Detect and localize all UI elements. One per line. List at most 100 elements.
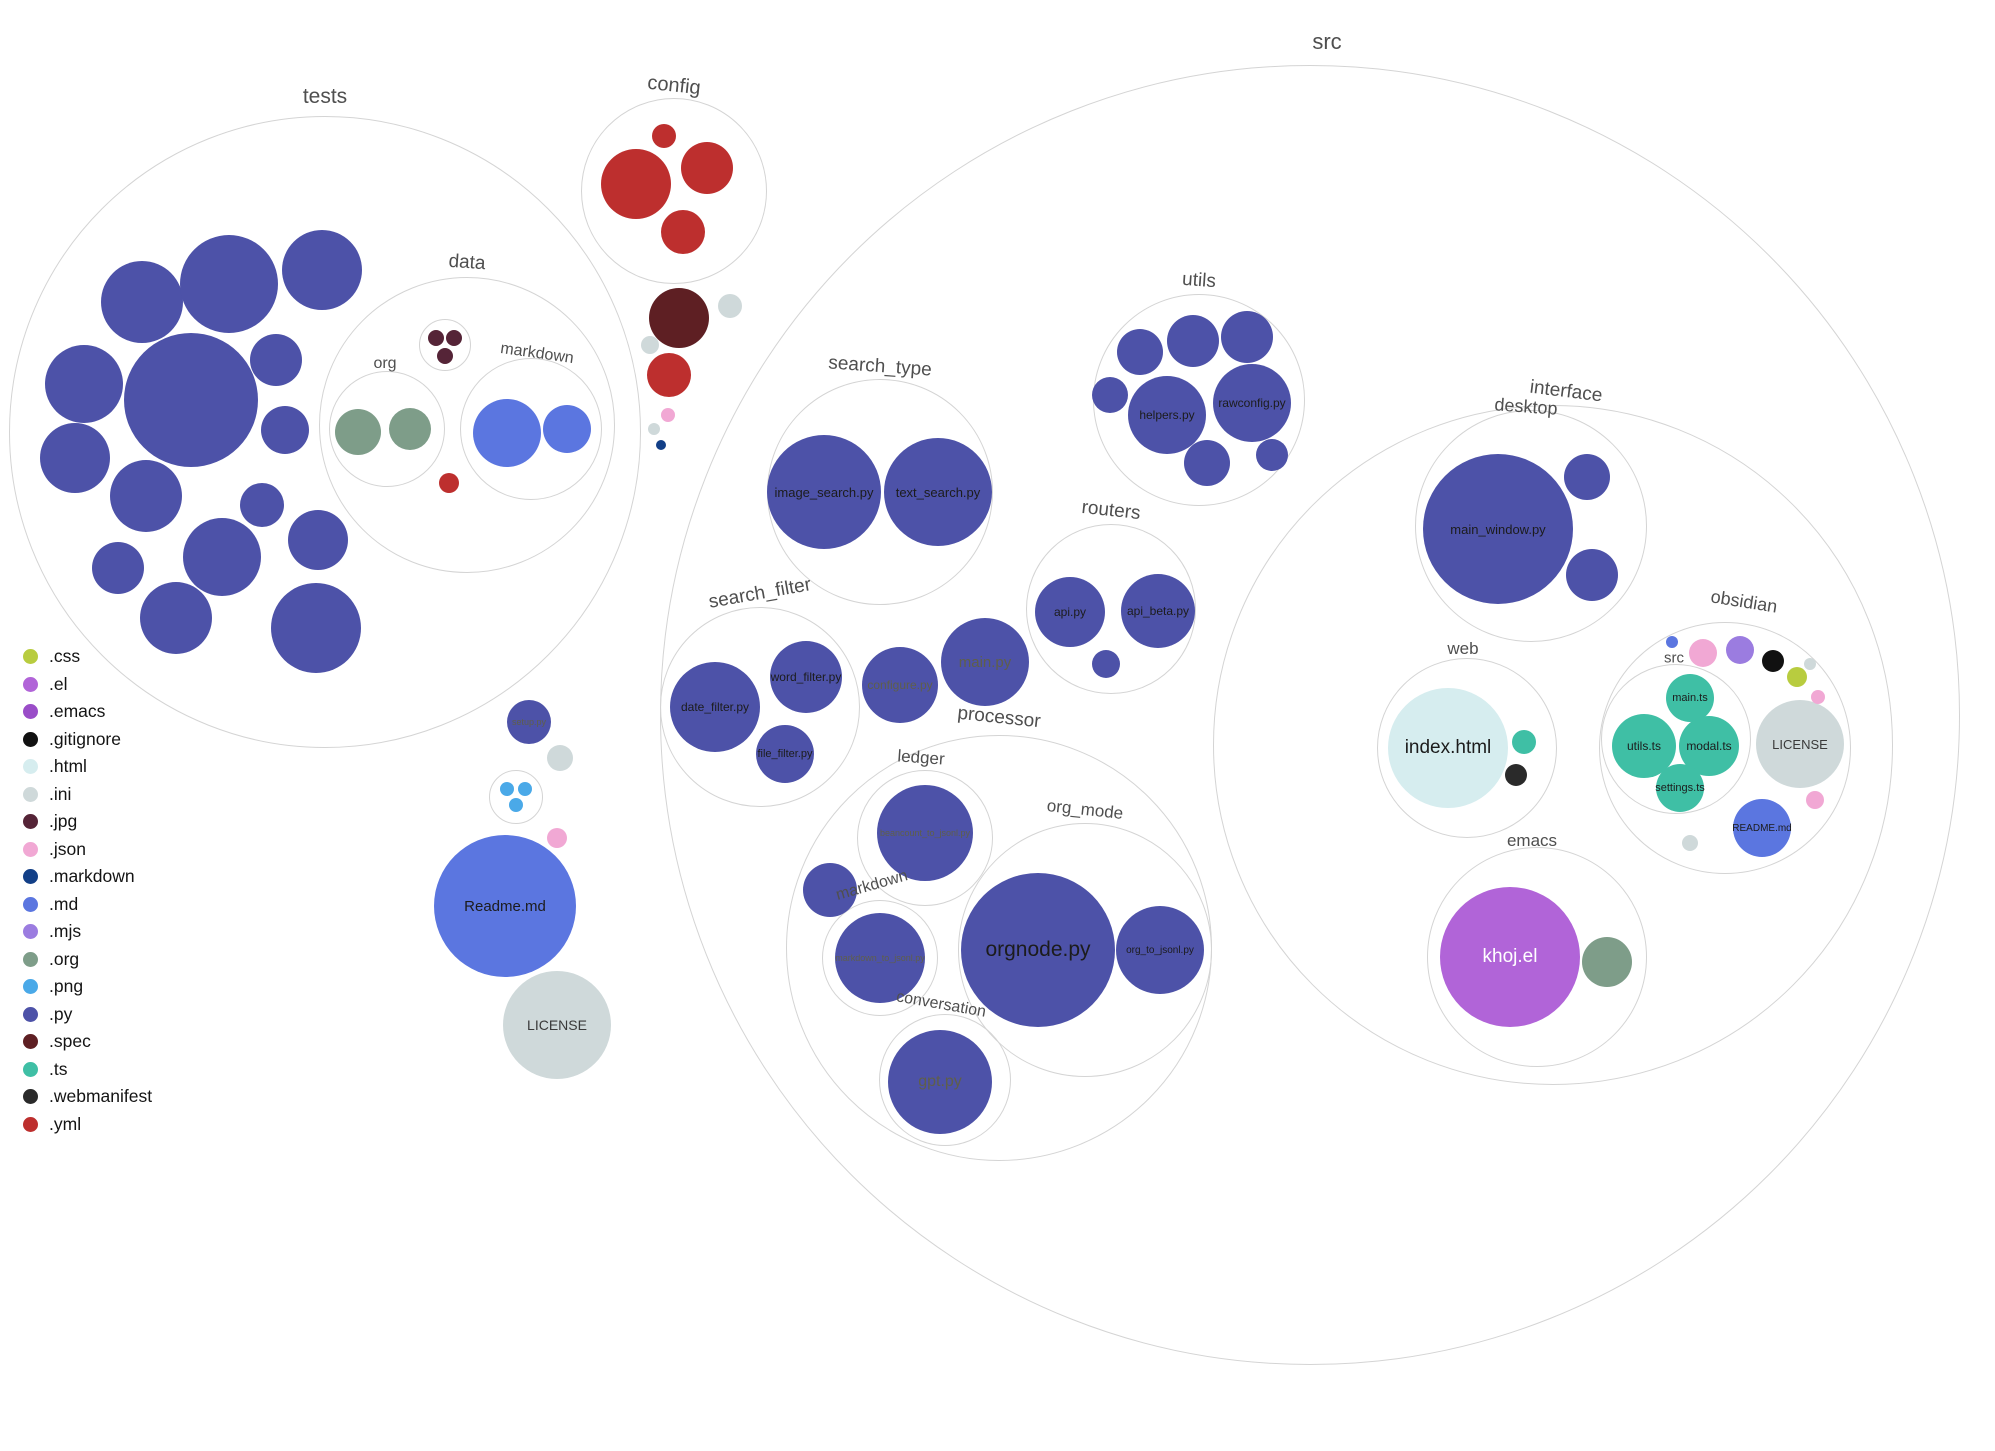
dir-circle-emacs[interactable] <box>1427 847 1647 1067</box>
file-py-dot[interactable] <box>45 345 123 423</box>
dir-circle-routers[interactable] <box>1026 524 1196 694</box>
dir-circle-org_mode[interactable] <box>958 823 1212 1077</box>
file-orgnode.py[interactable]: orgnode.py <box>961 873 1115 1027</box>
file-word_filter.py[interactable]: word_filter.py <box>770 641 842 713</box>
file-py-dot[interactable] <box>1117 329 1163 375</box>
file-py-dot[interactable] <box>1184 440 1230 486</box>
file-webmanifest-dot[interactable] <box>1505 764 1527 786</box>
dir-circle-search_filter[interactable] <box>660 607 860 807</box>
file-settings.ts[interactable]: settings.ts <box>1655 764 1705 812</box>
file-README.md[interactable]: README.md <box>1732 799 1792 857</box>
file-json-dot[interactable] <box>547 828 567 848</box>
file-yml-dot[interactable] <box>661 210 705 254</box>
file-yml-dot[interactable] <box>439 473 459 493</box>
file-py-dot[interactable] <box>183 518 261 596</box>
file-org-dot[interactable] <box>335 409 381 455</box>
file-py-dot[interactable] <box>261 406 309 454</box>
file-py-dot[interactable] <box>271 583 361 673</box>
file-jpg-dot[interactable] <box>446 330 462 346</box>
dir-circle-data-org[interactable] <box>329 371 445 487</box>
file-jpg-dot[interactable] <box>437 348 453 364</box>
file-json-dot[interactable] <box>661 408 675 422</box>
file-rawconfig.py[interactable]: rawconfig.py <box>1213 364 1291 442</box>
dir-circle-root-assets[interactable] <box>489 770 543 824</box>
file-ini-dot[interactable] <box>648 423 660 435</box>
file-py-dot[interactable] <box>1564 454 1610 500</box>
file-py-dot[interactable] <box>1566 549 1618 601</box>
dir-circle-desktop[interactable] <box>1415 410 1647 642</box>
file-ini-dot[interactable] <box>1682 835 1698 851</box>
file-yml-dot[interactable] <box>681 142 733 194</box>
file-md-dot[interactable] <box>473 399 541 467</box>
dir-circle-interface[interactable] <box>1213 405 1893 1085</box>
file-py-dot[interactable] <box>101 261 183 343</box>
file-py-dot[interactable] <box>1092 650 1120 678</box>
dir-circle-obsidian-src[interactable] <box>1601 664 1751 814</box>
dir-circle-conversation[interactable] <box>879 1014 1011 1146</box>
file-py-dot[interactable] <box>288 510 348 570</box>
file-ini-dot[interactable] <box>1804 658 1816 670</box>
file-md-dot[interactable] <box>543 405 591 453</box>
file-json-dot[interactable] <box>1806 791 1824 809</box>
dir-circle-web[interactable] <box>1377 658 1557 838</box>
dir-circle-data-markdown[interactable] <box>460 358 602 500</box>
file-gitignore-dot[interactable] <box>1762 650 1784 672</box>
dir-circle-tests[interactable] <box>9 116 641 748</box>
dir-circle-data-images[interactable] <box>419 319 471 371</box>
file-api.py[interactable]: api.py <box>1035 577 1105 647</box>
file-png-dot[interactable] <box>509 798 523 812</box>
file-gpt.py[interactable]: gpt.py <box>888 1030 992 1134</box>
dir-circle-proc-markdown[interactable] <box>822 900 938 1016</box>
file-api_beta.py[interactable]: api_beta.py <box>1121 574 1195 648</box>
file-ts-dot[interactable] <box>1512 730 1536 754</box>
file-ini-dot[interactable] <box>718 294 742 318</box>
file-py-dot[interactable] <box>140 582 212 654</box>
file-py-dot[interactable] <box>124 333 258 467</box>
file-yml-dot[interactable] <box>647 353 691 397</box>
file-json-dot[interactable] <box>1811 690 1825 704</box>
file-css-dot[interactable] <box>1787 667 1807 687</box>
dir-circle-config[interactable] <box>581 98 767 284</box>
file-py-dot[interactable] <box>240 483 284 527</box>
file-date_filter.py[interactable]: date_filter.py <box>670 662 760 752</box>
file-json-dot[interactable] <box>1689 639 1717 667</box>
dir-circle-obsidian[interactable] <box>1599 622 1851 874</box>
file-py-dot[interactable] <box>1167 315 1219 367</box>
file-markdown_to_jsonl.py[interactable]: markdown_to_jsonl.py <box>835 913 925 1003</box>
file-beancount_to_jsonl.py[interactable]: beancount_to_jsonl.py <box>877 785 973 881</box>
file-spec-dot[interactable] <box>649 288 709 348</box>
file-configure.py[interactable]: configure.py <box>862 647 938 723</box>
file-markdown-dot[interactable] <box>656 440 666 450</box>
file-main.ts[interactable]: main.ts <box>1666 674 1714 722</box>
file-org_to_jsonl.py[interactable]: org_to_jsonl.py <box>1116 906 1204 994</box>
file-png-dot[interactable] <box>500 782 514 796</box>
file-main.py[interactable]: main.py <box>941 618 1029 706</box>
file-jpg-dot[interactable] <box>428 330 444 346</box>
file-Readme.md[interactable]: Readme.md <box>434 835 576 977</box>
file-setup.py[interactable]: setup.py <box>507 700 551 744</box>
file-yml-dot[interactable] <box>652 124 676 148</box>
file-org-dot[interactable] <box>389 408 431 450</box>
file-ini-dot[interactable] <box>641 336 659 354</box>
file-main_window.py[interactable]: main_window.py <box>1423 454 1573 604</box>
file-index.html[interactable]: index.html <box>1388 688 1508 808</box>
file-py-dot[interactable] <box>40 423 110 493</box>
file-png-dot[interactable] <box>518 782 532 796</box>
file-file_filter.py[interactable]: file_filter.py <box>756 725 814 783</box>
file-py-dot[interactable] <box>282 230 362 310</box>
file-py-dot[interactable] <box>180 235 278 333</box>
file-py-dot[interactable] <box>803 863 857 917</box>
file-py-dot[interactable] <box>110 460 182 532</box>
file-khoj.el[interactable]: khoj.el <box>1440 887 1580 1027</box>
file-mjs-dot[interactable] <box>1726 636 1754 664</box>
dir-circle-ledger[interactable] <box>857 770 993 906</box>
file-md-dot[interactable] <box>1666 636 1678 648</box>
file-ini-dot[interactable] <box>547 745 573 771</box>
file-py-dot[interactable] <box>1092 377 1128 413</box>
file-org-dot[interactable] <box>1582 937 1632 987</box>
file-image_search.py[interactable]: image_search.py <box>767 435 881 549</box>
file-py-dot[interactable] <box>1256 439 1288 471</box>
file-LICENSE[interactable]: LICENSE <box>503 971 611 1079</box>
dir-circle-data[interactable] <box>319 277 615 573</box>
file-helpers.py[interactable]: helpers.py <box>1128 376 1206 454</box>
